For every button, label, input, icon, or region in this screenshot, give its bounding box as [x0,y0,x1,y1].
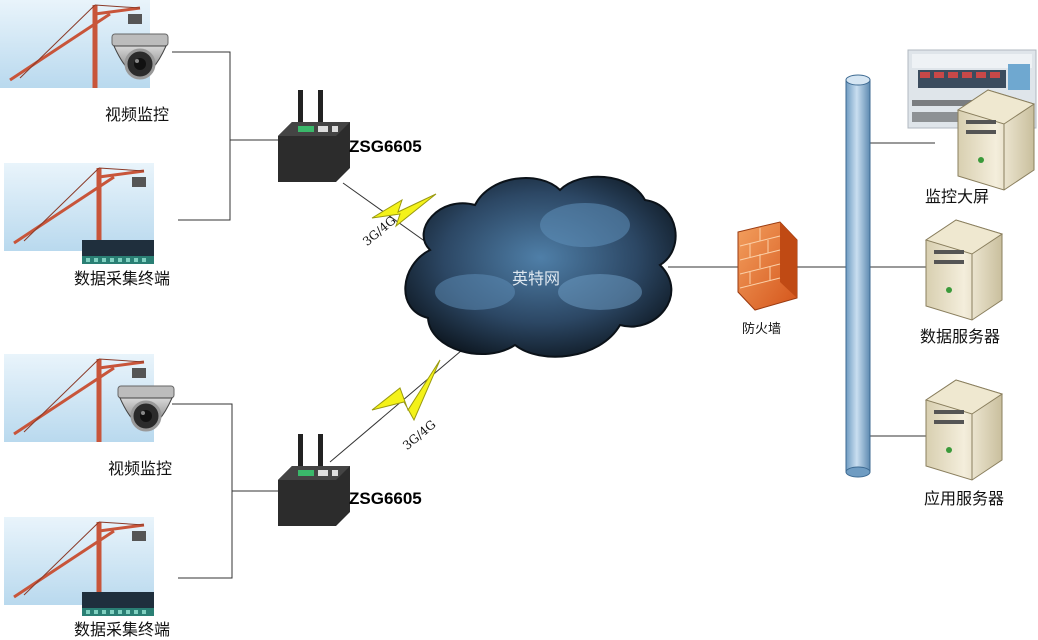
app-server-label: 应用服务器 [924,489,1005,508]
monitor-wall-label: 监控大屏 [925,187,990,206]
site1-camera-link [172,51,231,221]
router-gateway-icon [278,90,350,182]
server-tower-icon [925,379,1003,481]
data-terminal-icon [82,240,154,264]
gateway1-label: ZSG6605 [349,137,422,156]
internet-label: 英特网 [512,269,561,288]
network-bus-icon [845,74,871,478]
site2-camera-crane [4,354,176,442]
site2-terminal-label: 数据采集终端 [74,620,171,639]
wireless-link-icon [371,359,441,422]
tower-crane-icon [4,163,154,251]
server-tower-icon [925,219,1003,321]
firewall-label: 防火墙 [742,322,782,337]
site1-camera-crane [0,0,170,88]
data-terminal-icon [82,592,154,616]
data-server-label: 数据服务器 [920,327,1001,346]
site2-camera-label: 视频监控 [108,459,173,478]
site1-terminal-crane [4,163,154,264]
router-gateway-icon [278,434,350,526]
site2-terminal-crane [4,517,154,616]
site1-camera-label: 视频监控 [105,105,170,124]
tower-crane-icon [4,517,154,605]
site2-camera-link [172,403,233,579]
server-tower-icon [957,89,1035,191]
gateway2-label: ZSG6605 [349,489,422,508]
brick-wall-icon [737,221,798,311]
site1-terminal-label: 数据采集终端 [74,269,171,288]
wireless-link-icon [371,193,437,228]
cloud-icon [404,175,677,358]
